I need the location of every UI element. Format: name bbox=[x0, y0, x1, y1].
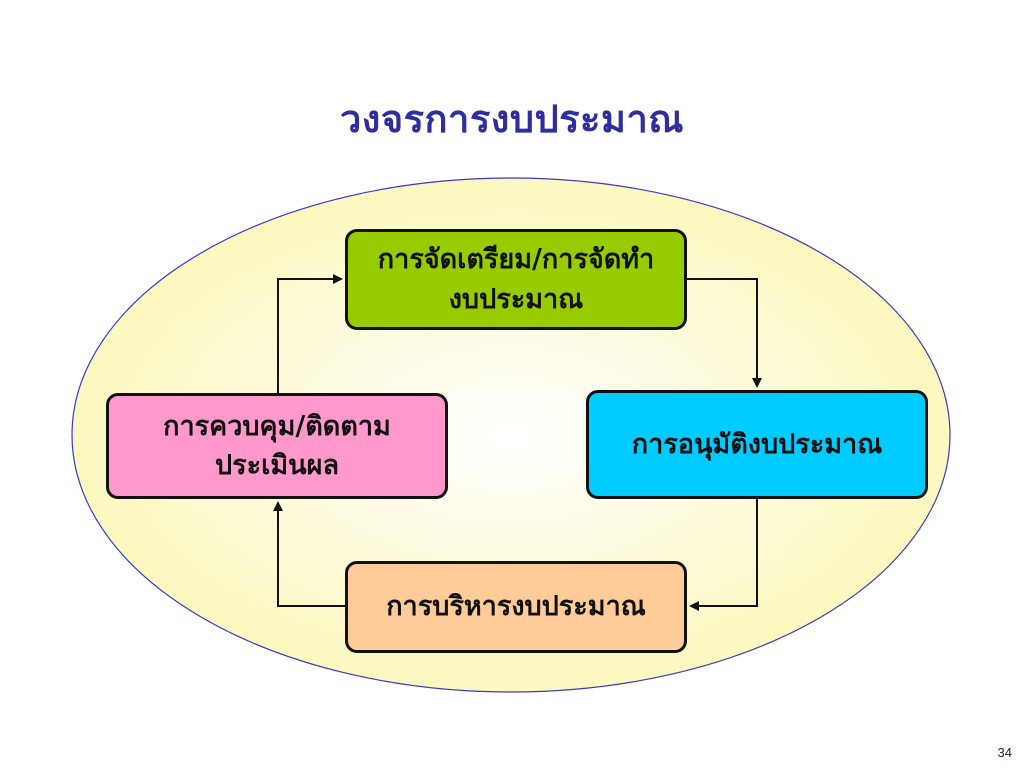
background-ellipse bbox=[71, 177, 951, 693]
step-prepare-line2: งบประมาณ bbox=[448, 283, 584, 315]
step-execute-line1: การบริหารงบประมาณ bbox=[386, 591, 646, 623]
step-approve-line1: การอนุมัติงบประมาณ bbox=[631, 428, 883, 460]
step-control-line2: ประเมินผล bbox=[215, 450, 339, 481]
step-prepare-line1: การจัดเตรียม/การจัดทำ bbox=[377, 244, 655, 276]
step-control-evaluate: การควบคุม/ติดตาม ประเมินผล bbox=[106, 393, 448, 499]
step-control-line1: การควบคุม/ติดตาม bbox=[163, 410, 391, 442]
arrow-execute-to-control bbox=[273, 501, 345, 607]
arrow-prepare-to-approve bbox=[687, 278, 762, 388]
arrow-approve-to-execute bbox=[689, 499, 758, 611]
step-approve-budget: การอนุมัติงบประมาณ bbox=[586, 390, 928, 499]
page-number: 34 bbox=[997, 745, 1012, 760]
arrow-control-to-prepare bbox=[277, 274, 343, 393]
step-prepare-budget: การจัดเตรียม/การจัดทำ งบประมาณ bbox=[345, 229, 687, 330]
step-execute-budget: การบริหารงบประมาณ bbox=[345, 561, 687, 653]
slide-title: วงจรการงบประมาณ bbox=[339, 96, 685, 141]
